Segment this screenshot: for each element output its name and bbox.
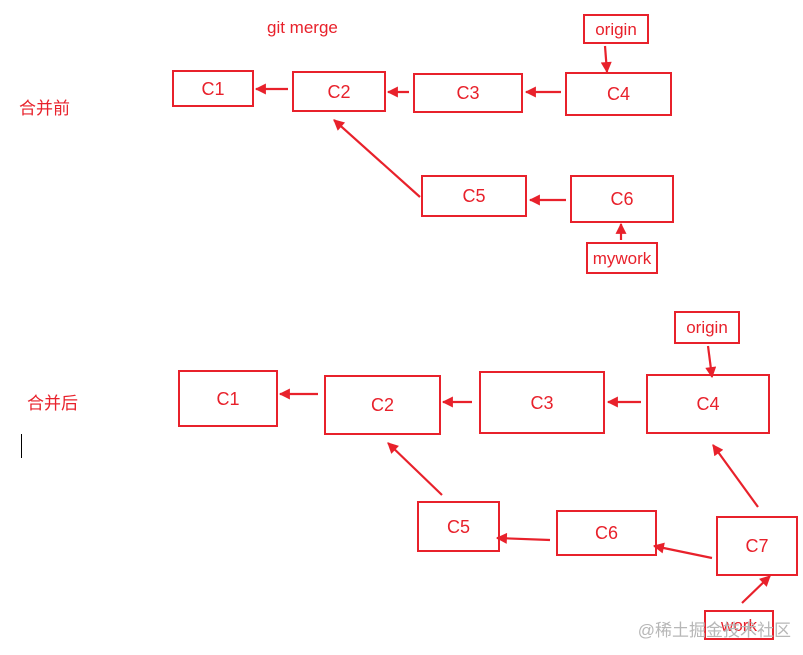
after-arrow-work-c7 bbox=[741, 575, 771, 604]
before-node-c4: C4 bbox=[565, 72, 672, 116]
before-ref-origin: origin bbox=[583, 14, 649, 44]
diagram-title: git merge bbox=[267, 18, 338, 37]
after-node-c6: C6 bbox=[556, 510, 657, 556]
after-node-c1: C1 bbox=[178, 370, 278, 427]
after-arrow-c7-c4 bbox=[712, 444, 759, 508]
section-label-before: 合并前 bbox=[19, 99, 70, 118]
section-label-after: 合并后 bbox=[27, 394, 78, 413]
before-node-c2: C2 bbox=[292, 71, 386, 112]
after-node-c2: C2 bbox=[324, 375, 441, 435]
text-cursor bbox=[21, 434, 22, 458]
after-node-c5: C5 bbox=[417, 501, 500, 552]
after-arrow-c5-c2 bbox=[387, 442, 443, 496]
watermark: @稀土掘金技术社区 bbox=[637, 621, 791, 640]
before-node-c5: C5 bbox=[421, 175, 527, 217]
after-ref-origin: origin bbox=[674, 311, 740, 344]
before-ref-mywork: mywork bbox=[586, 242, 658, 274]
before-node-c1: C1 bbox=[172, 70, 254, 107]
after-node-c7: C7 bbox=[716, 516, 798, 576]
before-node-c6: C6 bbox=[570, 175, 674, 223]
after-arrow-c7-c6 bbox=[652, 542, 713, 560]
before-arrow-c5-c2 bbox=[333, 119, 421, 198]
after-arrow-c6-c5 bbox=[495, 532, 551, 544]
before-arrow-origin-c4 bbox=[600, 45, 612, 74]
before-node-c3: C3 bbox=[413, 73, 523, 113]
after-node-c3: C3 bbox=[479, 371, 605, 434]
after-node-c4: C4 bbox=[646, 374, 770, 434]
after-arrow-origin-c4 bbox=[705, 345, 717, 379]
after-ref-work: work bbox=[704, 610, 774, 640]
